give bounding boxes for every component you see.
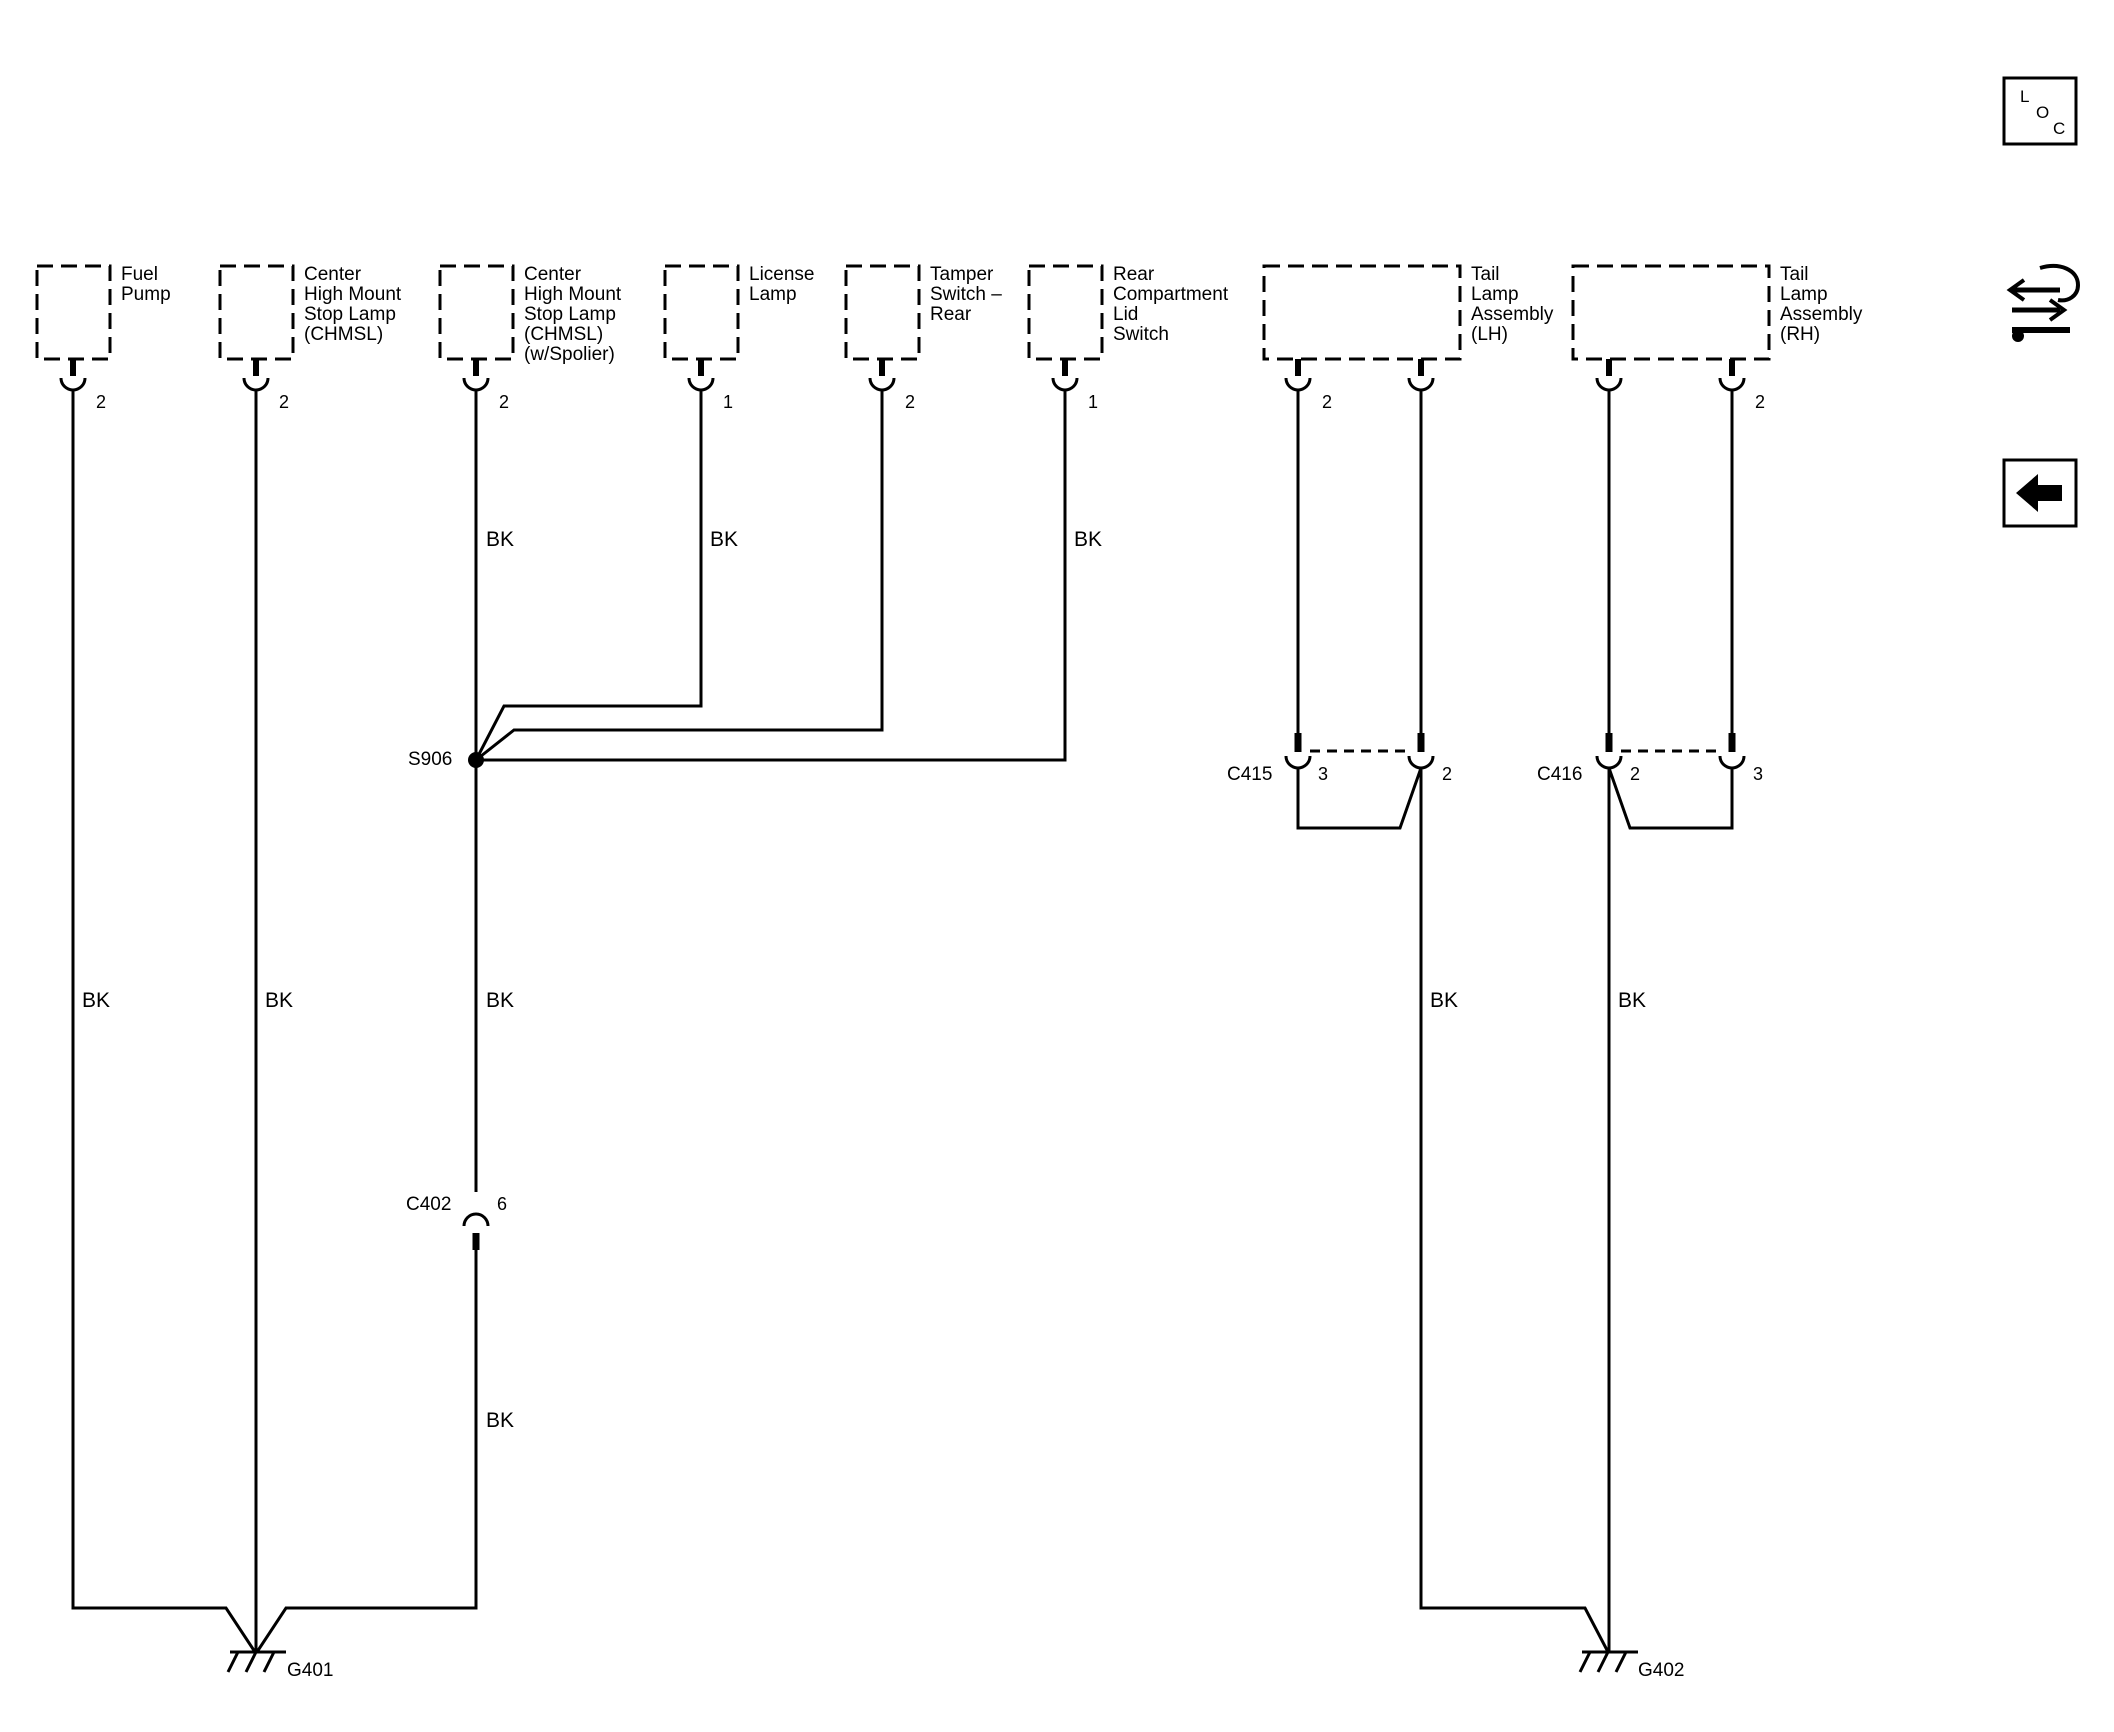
back-arrow-icon [2016, 474, 2062, 512]
component-chmsl [218, 264, 295, 361]
label-chmsl-spoiler: Center High Mount Stop Lamp (CHMSL) (w/S… [524, 264, 626, 365]
ground-g402-label: G402 [1638, 1660, 1684, 1681]
pin-fuel-pump: 2 [96, 392, 106, 412]
svg-text:O: O [2036, 103, 2049, 122]
wire-label-chmsl-spoiler-upper: BK [486, 528, 514, 551]
label-tamper-switch: Tamper Switch – Rear [930, 264, 1007, 325]
connector-c415-label: C415 [1227, 764, 1272, 785]
wire-c415-to-g402 [1419, 768, 1610, 1653]
terminal-chmsl-spoiler [462, 359, 490, 392]
ground-g402-symbol [1578, 1650, 1638, 1673]
pin-chmsl-spoiler: 2 [499, 392, 509, 412]
connector-c402-label: C402 [406, 1194, 451, 1215]
connector-c402-pin: 6 [497, 1194, 507, 1214]
connector-harness-icon [2006, 264, 2081, 342]
wire-label-license-lamp: BK [710, 528, 738, 551]
wire-rear-lid-switch [476, 390, 1067, 762]
component-tail-lamp-rh [1571, 264, 1771, 361]
component-rear-lid-switch [1027, 264, 1104, 361]
wire-c416-jumper [1607, 767, 1734, 830]
label-fuel-pump: Fuel Pump [121, 264, 171, 305]
terminal-tail-lh-a [1284, 359, 1312, 392]
wire-label-rear-lid-switch: BK [1074, 528, 1102, 551]
back-button[interactable] [2002, 458, 2078, 528]
component-license-lamp [663, 264, 740, 361]
connector-c416-pin-right: 3 [1753, 764, 1763, 784]
label-rear-lid-switch: Rear Compartment Lid Switch [1113, 264, 1233, 345]
pin-license-lamp: 1 [723, 392, 733, 412]
connector-c415-pin-right: 2 [1442, 764, 1452, 784]
component-tail-lamp-lh [1262, 264, 1462, 361]
wire-license-lamp [474, 390, 703, 761]
connector-c416-pin-left: 2 [1630, 764, 1640, 784]
connector-c415-symbol [1284, 749, 1435, 770]
loc-button[interactable]: L O C [2002, 76, 2078, 146]
pin-tail-lh: 2 [1322, 392, 1332, 412]
label-tail-lamp-rh: Tail Lamp Assembly (RH) [1780, 264, 1868, 345]
svg-text:C: C [2053, 119, 2065, 138]
terminal-license-lamp [687, 359, 715, 392]
splice-s906-label: S906 [408, 749, 452, 770]
ground-g401-symbol [226, 1650, 286, 1673]
wire-label-splice-lower: BK [486, 989, 514, 1012]
wire-c415-jumper [1296, 767, 1423, 830]
label-chmsl: Center High Mount Stop Lamp (CHMSL) [304, 264, 406, 345]
wire-label-fuel-pump: BK [82, 989, 110, 1012]
terminal-rear-lid-switch [1051, 359, 1079, 392]
ground-g401-label: G401 [287, 1660, 333, 1681]
terminal-tail-rh-a [1595, 359, 1623, 392]
pin-chmsl: 2 [279, 392, 289, 412]
component-tamper-switch [844, 264, 921, 361]
wire-label-chmsl: BK [265, 989, 293, 1012]
wire-fuel-pump [71, 390, 257, 1653]
svg-text:L: L [2020, 87, 2029, 106]
connector-c415-pin-left: 3 [1318, 764, 1328, 784]
connector-c416-label: C416 [1537, 764, 1582, 785]
splice-s906-dot [468, 752, 484, 768]
wire-label-tail-rh: BK [1618, 989, 1646, 1012]
wire-c402-to-g401 [255, 1236, 478, 1653]
component-chmsl-spoiler [438, 264, 515, 361]
label-tail-lamp-lh: Tail Lamp Assembly (LH) [1471, 264, 1559, 345]
wire-label-tail-lh: BK [1430, 989, 1458, 1012]
wire-label-c402-lower: BK [486, 1409, 514, 1432]
connector-c402-symbol [462, 1212, 490, 1250]
terminal-tail-rh-b [1718, 359, 1746, 392]
terminal-fuel-pump [59, 359, 87, 392]
pin-tail-rh: 2 [1755, 392, 1765, 412]
terminal-tail-lh-b [1407, 359, 1435, 392]
connector-harness-button[interactable] [2006, 264, 2081, 342]
loc-icon: L O C [2020, 87, 2065, 138]
terminal-chmsl [242, 359, 270, 392]
connector-c416-symbol [1595, 749, 1746, 770]
component-fuel-pump [35, 264, 112, 361]
pin-tamper-switch: 2 [905, 392, 915, 412]
pin-rear-lid-switch: 1 [1088, 392, 1098, 412]
terminal-tamper-switch [868, 359, 896, 392]
label-license-lamp: License Lamp [749, 264, 820, 305]
wire-tamper-switch [475, 390, 884, 762]
